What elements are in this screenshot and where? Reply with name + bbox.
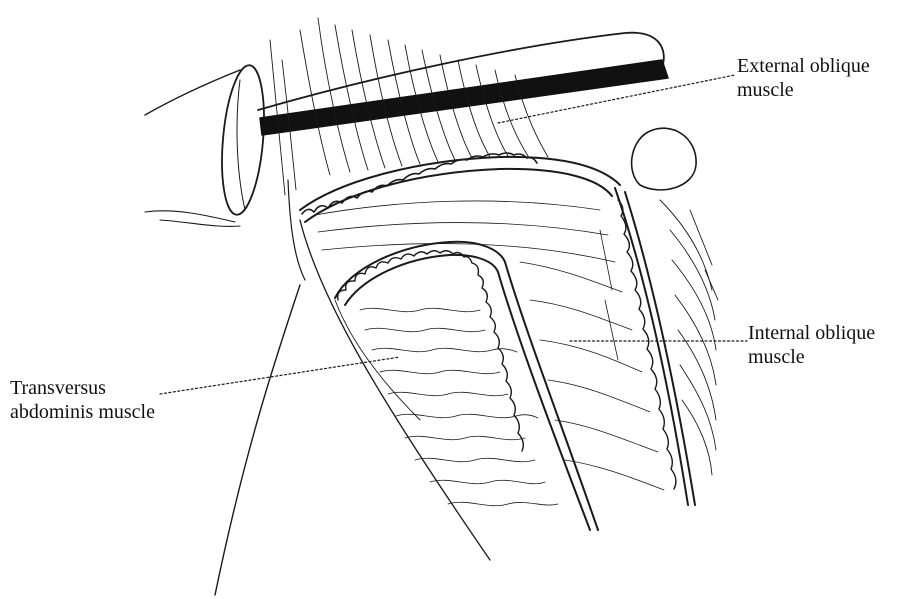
left-retractor-detail bbox=[237, 80, 245, 210]
right-side-fibers bbox=[660, 200, 718, 475]
external-oblique-cut-edge bbox=[300, 153, 620, 222]
internal-oblique-label-line2: muscle bbox=[748, 345, 875, 369]
umbilicus-circle bbox=[632, 128, 697, 190]
transversus-abdominis-label: Transversus abdominis muscle bbox=[10, 376, 155, 424]
internal-oblique-fibers bbox=[315, 201, 664, 490]
right-retractor-bar bbox=[260, 60, 668, 135]
transversus-cut-edge bbox=[335, 242, 598, 530]
internal-oblique-right-edge bbox=[615, 188, 695, 505]
external-oblique-label: External oblique muscle bbox=[737, 54, 870, 102]
internal-oblique-label-line1: Internal oblique bbox=[748, 321, 875, 345]
skin-outline-lower bbox=[215, 285, 300, 595]
external-oblique-label-line1: External oblique bbox=[737, 54, 870, 78]
transversus-abdominis-label-line2: abdominis muscle bbox=[10, 400, 155, 424]
external-oblique-label-line2: muscle bbox=[737, 78, 870, 102]
left-retractor bbox=[217, 64, 270, 217]
hand-sketch bbox=[145, 211, 240, 227]
transversus-abdominis-label-line1: Transversus bbox=[10, 376, 155, 400]
layer-left-wall bbox=[300, 220, 490, 560]
internal-oblique-label: Internal oblique muscle bbox=[748, 321, 875, 369]
skin-outline bbox=[145, 70, 240, 115]
leader-transversus bbox=[160, 357, 400, 394]
